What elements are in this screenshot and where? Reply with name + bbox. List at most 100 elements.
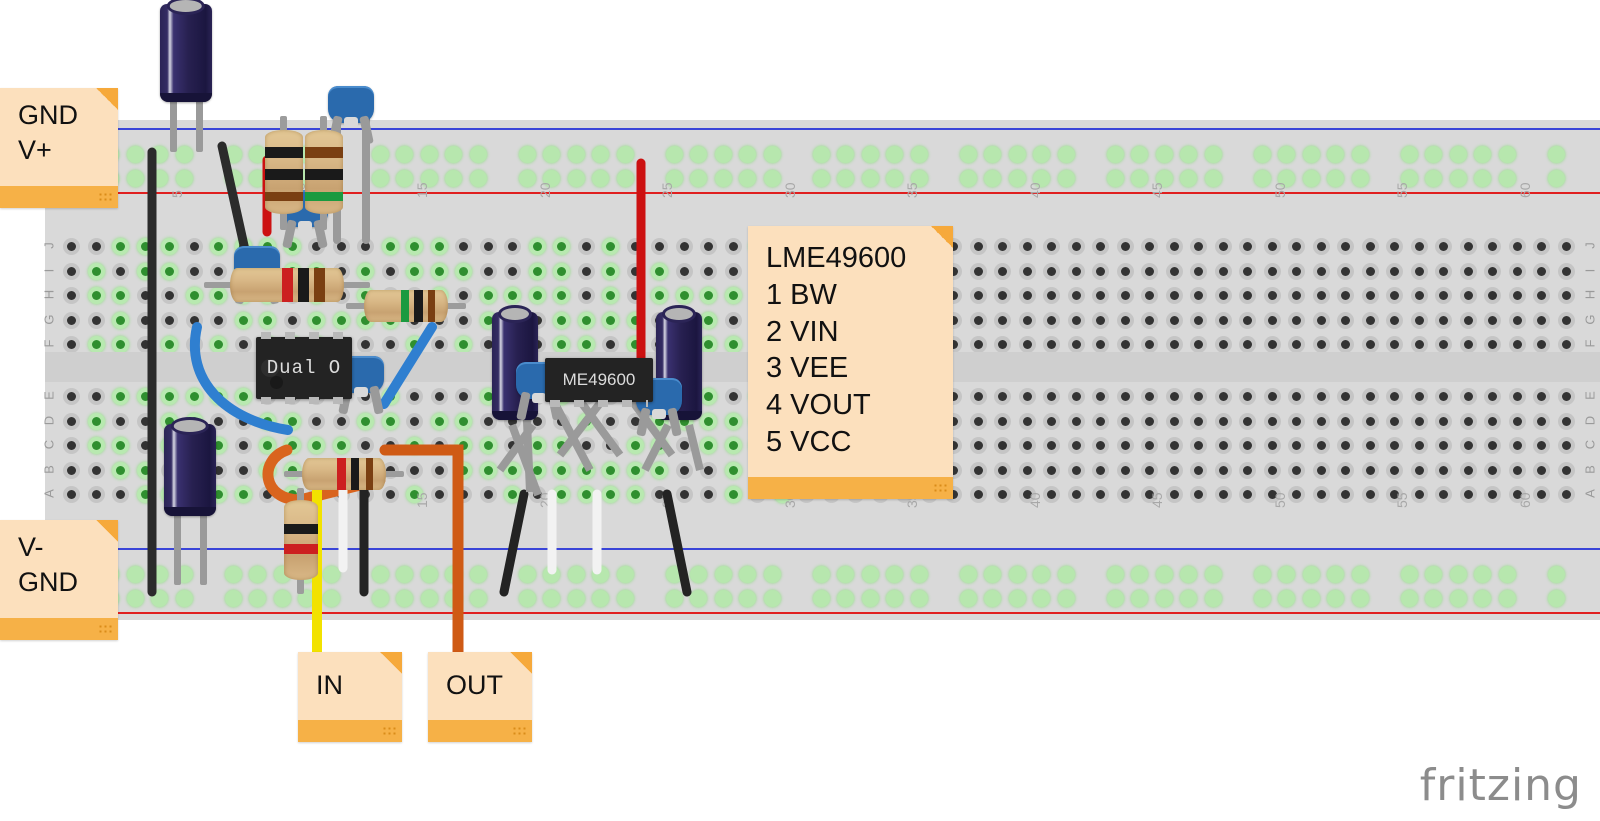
breadboard-hole[interactable]: [553, 462, 570, 479]
breadboard-hole[interactable]: [1435, 263, 1452, 280]
breadboard-hole[interactable]: [1288, 336, 1305, 353]
breadboard-hole[interactable]: [1435, 238, 1452, 255]
breadboard-hole[interactable]: [1362, 486, 1379, 503]
breadboard-hole[interactable]: [88, 388, 105, 405]
power-rail-hole[interactable]: [1548, 170, 1565, 187]
breadboard-hole[interactable]: [406, 238, 423, 255]
breadboard-hole[interactable]: [284, 312, 301, 329]
power-rail-hole[interactable]: [470, 170, 487, 187]
note-resize-handle-icon[interactable]: [382, 726, 396, 737]
breadboard-hole[interactable]: [1239, 336, 1256, 353]
breadboard-hole[interactable]: [333, 238, 350, 255]
breadboard-hole[interactable]: [1166, 486, 1183, 503]
power-rail-hole[interactable]: [911, 146, 928, 163]
power-rail-hole[interactable]: [1058, 146, 1075, 163]
breadboard-hole[interactable]: [1166, 437, 1183, 454]
breadboard-hole[interactable]: [676, 263, 693, 280]
breadboard-hole[interactable]: [333, 413, 350, 430]
breadboard-hole[interactable]: [1484, 287, 1501, 304]
breadboard-hole[interactable]: [1460, 462, 1477, 479]
breadboard-hole[interactable]: [1484, 263, 1501, 280]
power-rail-hole[interactable]: [372, 170, 389, 187]
breadboard-hole[interactable]: [1362, 413, 1379, 430]
power-rail-hole[interactable]: [1450, 170, 1467, 187]
breadboard-hole[interactable]: [1166, 336, 1183, 353]
breadboard-hole[interactable]: [994, 238, 1011, 255]
breadboard-hole[interactable]: [700, 388, 717, 405]
power-rail-hole[interactable]: [1303, 566, 1320, 583]
power-rail-hole[interactable]: [470, 590, 487, 607]
breadboard-hole[interactable]: [1019, 312, 1036, 329]
note-resize-handle-icon[interactable]: [512, 726, 526, 737]
breadboard-hole[interactable]: [578, 462, 595, 479]
breadboard-hole[interactable]: [1411, 238, 1428, 255]
power-rail-hole[interactable]: [1450, 590, 1467, 607]
breadboard-hole[interactable]: [1239, 462, 1256, 479]
breadboard-hole[interactable]: [1362, 312, 1379, 329]
breadboard-hole[interactable]: [1411, 336, 1428, 353]
power-rail-hole[interactable]: [1156, 566, 1173, 583]
power-rail-hole[interactable]: [519, 146, 536, 163]
breadboard-hole[interactable]: [725, 437, 742, 454]
power-rail-hole[interactable]: [1254, 566, 1271, 583]
breadboard-hole[interactable]: [1019, 413, 1036, 430]
breadboard-hole[interactable]: [627, 312, 644, 329]
breadboard-hole[interactable]: [1068, 388, 1085, 405]
breadboard-hole[interactable]: [88, 287, 105, 304]
breadboard-hole[interactable]: [1362, 287, 1379, 304]
res-6[interactable]: [284, 500, 318, 580]
power-rail-hole[interactable]: [1107, 146, 1124, 163]
note-vminus-gnd[interactable]: V- GND: [0, 520, 118, 640]
breadboard-hole[interactable]: [186, 388, 203, 405]
breadboard-hole[interactable]: [431, 263, 448, 280]
breadboard-hole[interactable]: [1509, 462, 1526, 479]
breadboard-hole[interactable]: [161, 287, 178, 304]
breadboard-hole[interactable]: [235, 312, 252, 329]
breadboard-hole[interactable]: [578, 263, 595, 280]
breadboard-hole[interactable]: [1264, 413, 1281, 430]
breadboard-hole[interactable]: [1435, 287, 1452, 304]
breadboard-hole[interactable]: [1484, 413, 1501, 430]
power-rail-hole[interactable]: [1303, 146, 1320, 163]
breadboard-hole[interactable]: [651, 238, 668, 255]
breadboard-hole[interactable]: [1484, 437, 1501, 454]
breadboard-hole[interactable]: [1019, 336, 1036, 353]
breadboard-hole[interactable]: [88, 263, 105, 280]
power-rail-hole[interactable]: [617, 170, 634, 187]
breadboard-hole[interactable]: [725, 312, 742, 329]
breadboard-hole[interactable]: [553, 437, 570, 454]
breadboard-hole[interactable]: [627, 238, 644, 255]
breadboard-hole[interactable]: [1166, 238, 1183, 255]
power-rail-hole[interactable]: [421, 590, 438, 607]
breadboard-hole[interactable]: [578, 486, 595, 503]
breadboard-hole[interactable]: [1264, 238, 1281, 255]
breadboard-hole[interactable]: [1190, 238, 1207, 255]
power-rail-hole[interactable]: [960, 146, 977, 163]
breadboard-hole[interactable]: [1460, 388, 1477, 405]
breadboard-hole[interactable]: [259, 486, 276, 503]
breadboard-hole[interactable]: [1313, 388, 1330, 405]
breadboard-hole[interactable]: [161, 388, 178, 405]
breadboard-hole[interactable]: [1068, 287, 1085, 304]
breadboard-hole[interactable]: [1509, 336, 1526, 353]
breadboard-hole[interactable]: [602, 312, 619, 329]
breadboard-hole[interactable]: [357, 238, 374, 255]
breadboard-hole[interactable]: [994, 437, 1011, 454]
breadboard-hole[interactable]: [1509, 388, 1526, 405]
breadboard-hole[interactable]: [1460, 238, 1477, 255]
power-rail-hole[interactable]: [1499, 146, 1516, 163]
breadboard-hole[interactable]: [700, 263, 717, 280]
breadboard-hole[interactable]: [529, 238, 546, 255]
power-rail-hole[interactable]: [1058, 590, 1075, 607]
power-rail-hole[interactable]: [1107, 566, 1124, 583]
breadboard-hole[interactable]: [1190, 413, 1207, 430]
power-rail-hole[interactable]: [1548, 566, 1565, 583]
breadboard-hole[interactable]: [308, 312, 325, 329]
power-rail-hole[interactable]: [1107, 170, 1124, 187]
breadboard-hole[interactable]: [1337, 263, 1354, 280]
power-rail-hole[interactable]: [372, 566, 389, 583]
power-rail-hole[interactable]: [1499, 590, 1516, 607]
breadboard-hole[interactable]: [161, 263, 178, 280]
breadboard-hole[interactable]: [504, 238, 521, 255]
breadboard-hole[interactable]: [63, 312, 80, 329]
